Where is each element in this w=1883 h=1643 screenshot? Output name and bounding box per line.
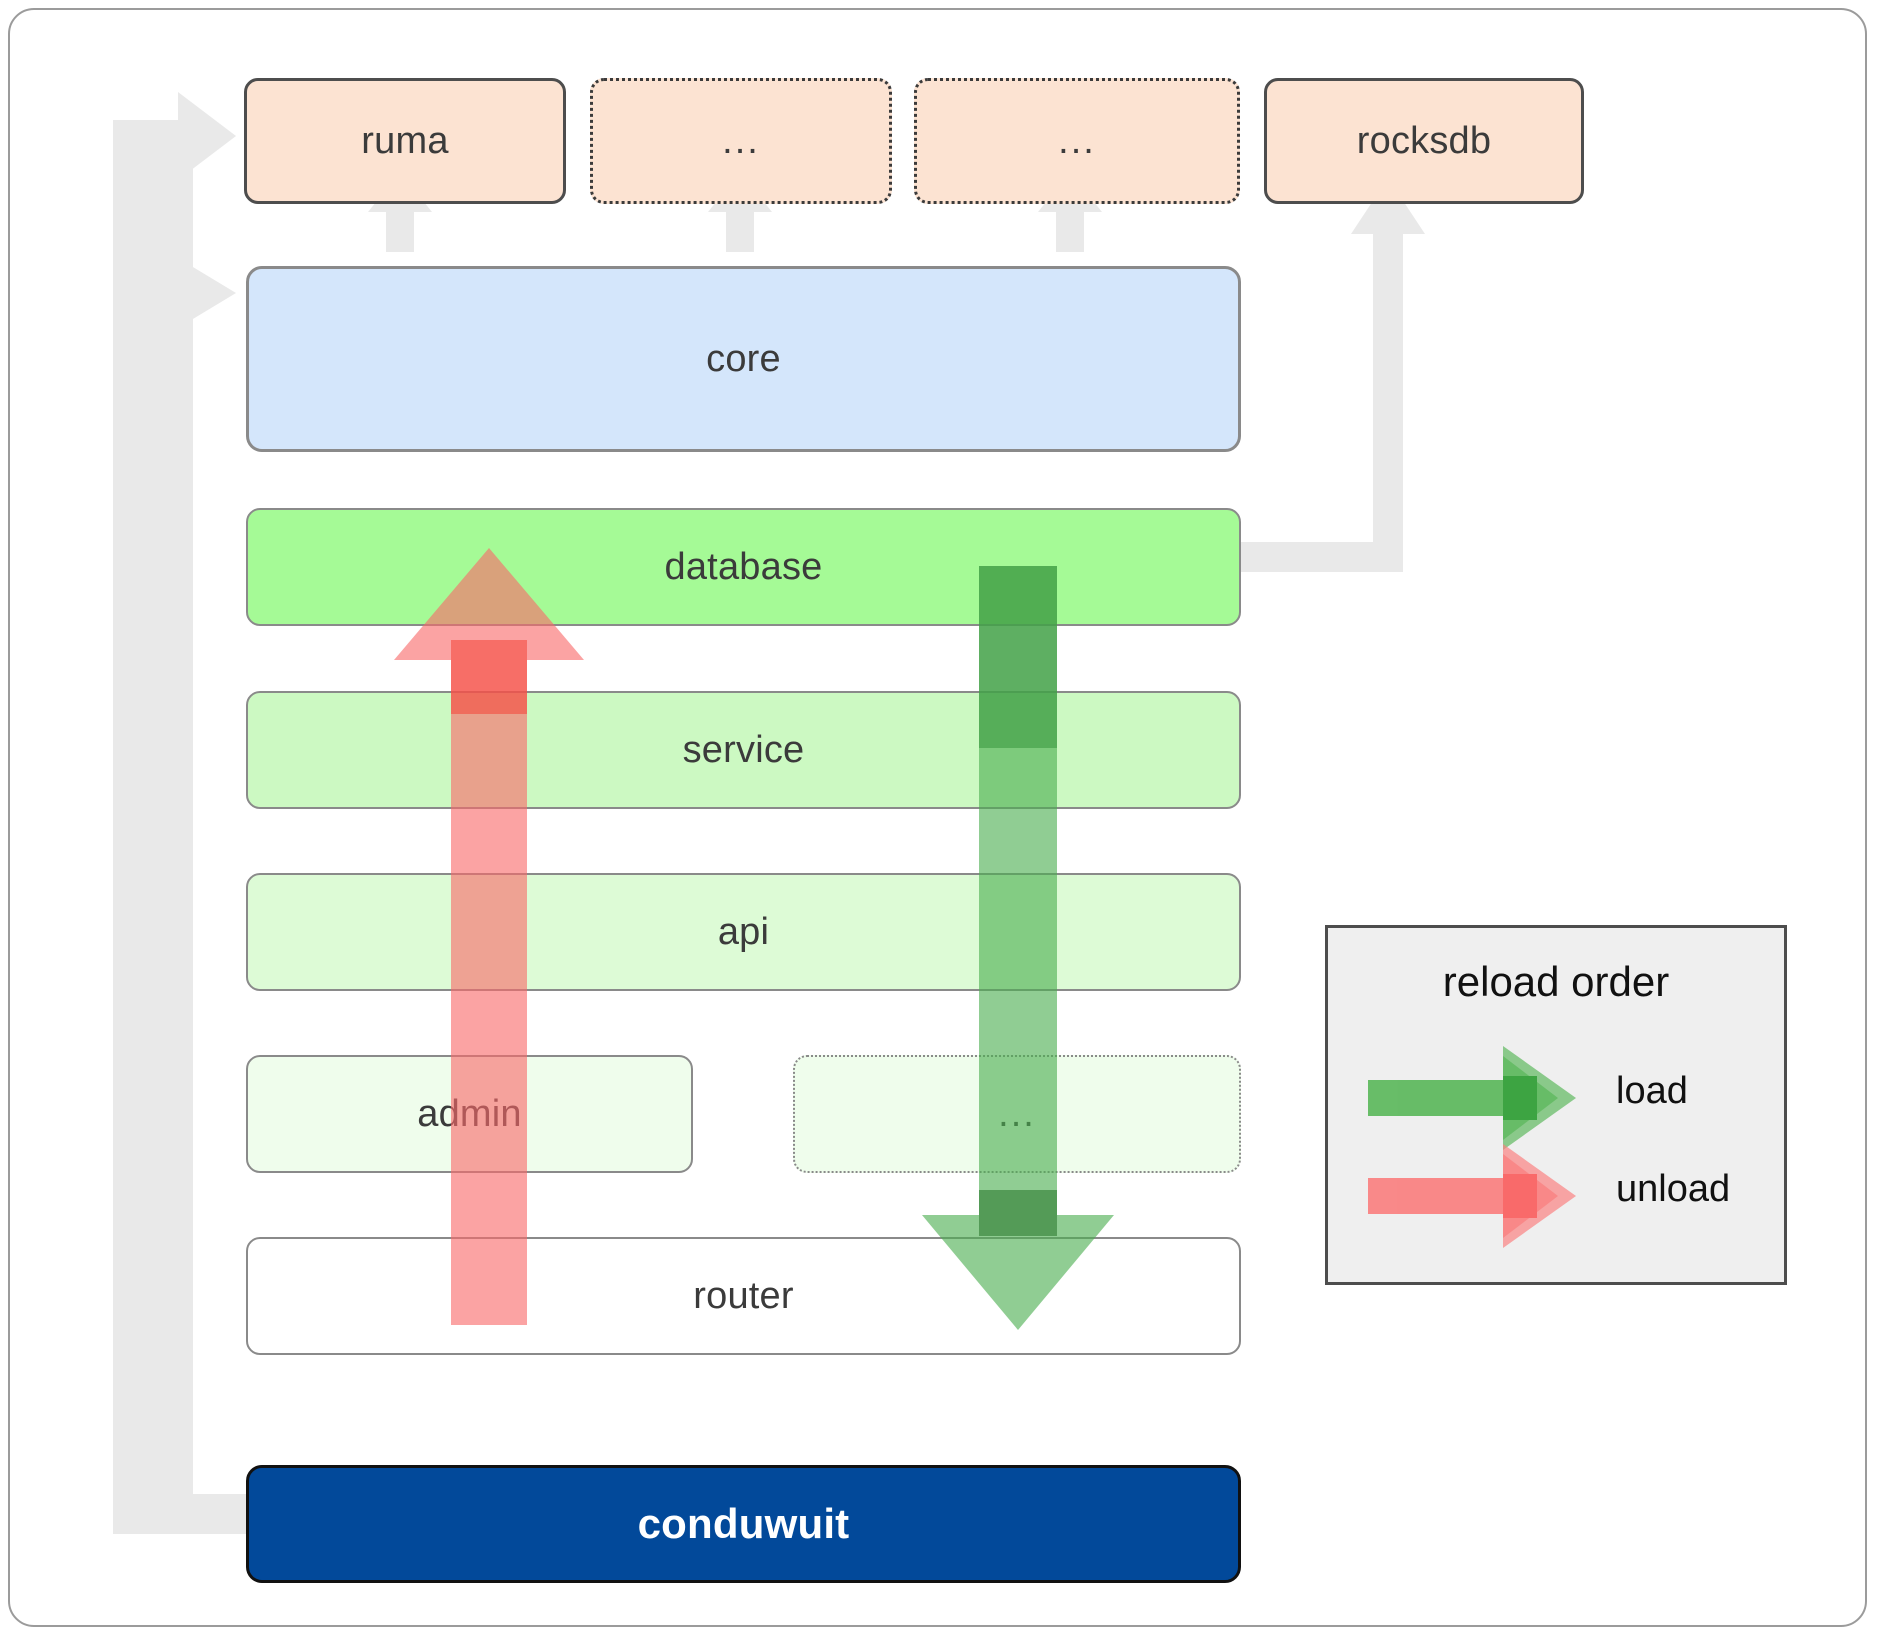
layer-box-service[interactable]: service — [246, 691, 1241, 809]
layer-label-api: api — [717, 910, 770, 953]
layer-label-core: core — [706, 337, 781, 380]
binary-label-conduwuit: conduwuit — [637, 1500, 850, 1547]
library-box-more-1[interactable]: ... — [590, 78, 892, 204]
layer-box-database[interactable]: database — [246, 508, 1241, 626]
legend-label-load: load — [1616, 1070, 1688, 1112]
legend-label-unload: unload — [1616, 1168, 1731, 1210]
layer-box-api[interactable]: api — [246, 873, 1241, 991]
layer-box-admin[interactable]: admin — [246, 1055, 693, 1173]
library-label-more-2: ... — [1058, 119, 1096, 162]
library-box-ruma[interactable]: ruma — [244, 78, 566, 204]
layer-label-service: service — [682, 728, 805, 771]
layer-box-more[interactable]: ... — [793, 1055, 1241, 1173]
library-label-rocksdb: rocksdb — [1356, 119, 1492, 162]
binary-box-conduwuit[interactable]: conduwuit — [246, 1465, 1241, 1583]
layer-label-admin: admin — [417, 1092, 522, 1135]
legend-arrow-icons — [1368, 1046, 1576, 1248]
legend-unload-arrow-icon — [1368, 1144, 1576, 1248]
layer-box-router[interactable]: router — [246, 1237, 1241, 1355]
layer-label-more: ... — [998, 1092, 1036, 1135]
layer-label-database: database — [664, 545, 823, 588]
library-box-rocksdb[interactable]: rocksdb — [1264, 78, 1584, 204]
library-box-more-2[interactable]: ... — [914, 78, 1240, 204]
legend-load-arrow-icon — [1368, 1046, 1576, 1150]
library-label-more-1: ... — [722, 119, 760, 162]
library-label-ruma: ruma — [361, 119, 449, 162]
layer-label-router: router — [693, 1274, 794, 1317]
legend-title: reload order — [1442, 958, 1670, 1005]
diagram-frame — [8, 8, 1867, 1627]
legend-panel: reload order load unload — [1325, 925, 1787, 1285]
layer-box-core[interactable]: core — [246, 266, 1241, 452]
